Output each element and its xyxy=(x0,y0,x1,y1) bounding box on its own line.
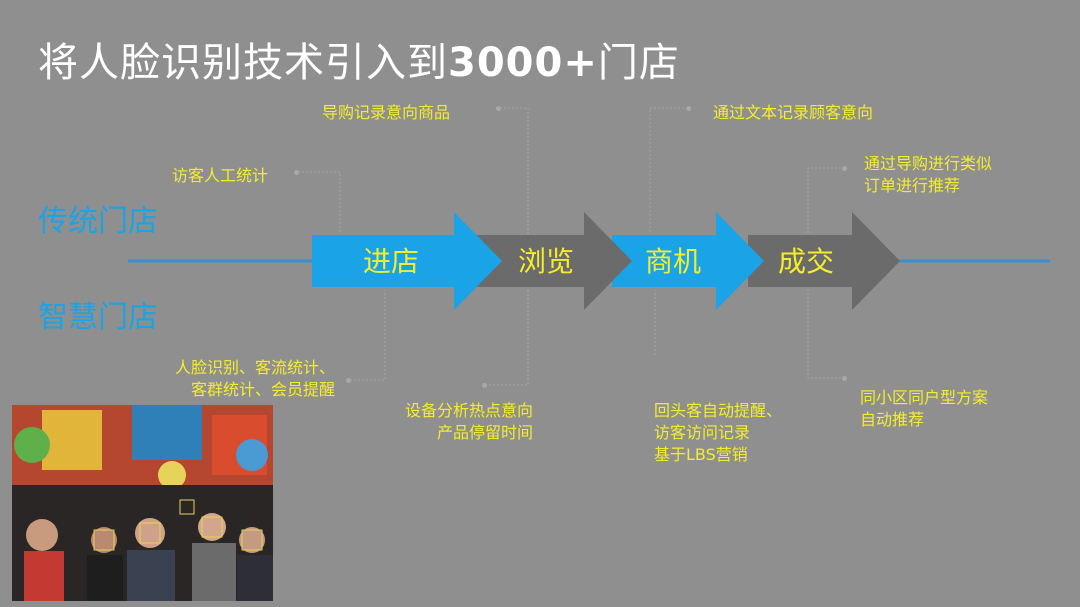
stage-arrow-opportunity xyxy=(612,212,764,310)
connector-dot xyxy=(686,106,691,111)
stage-browse-label: 浏览 xyxy=(517,245,574,278)
connector-dot xyxy=(496,106,501,111)
note-recommend-line-2: 订单进行推荐 xyxy=(864,176,961,195)
note-community-line-1: 同小区同户型方案 xyxy=(860,388,989,407)
page-title-tail: 门店 xyxy=(597,40,680,86)
connector-dot xyxy=(346,378,351,383)
note-community-line-2: 自动推荐 xyxy=(860,410,925,429)
stage-arrow-enter xyxy=(312,212,502,310)
smart-store-label: 智慧门店 xyxy=(38,300,158,335)
stage-opportunity-label: 商机 xyxy=(644,245,701,278)
note-community: 同小区同户型方案 自动推荐 xyxy=(860,387,988,431)
note-returning-customer: 回头客自动提醒、 访客访问记录 基于LBS营销 xyxy=(654,400,782,466)
stage-arrow-deal xyxy=(748,212,900,310)
note-face-line-1: 人脸识别、客流统计、 xyxy=(174,358,335,377)
note-face-line-2: 客群统计、会员提醒 xyxy=(190,380,335,399)
stage-enter-label: 进店 xyxy=(362,245,419,278)
traditional-store-label: 传统门店 xyxy=(38,204,158,239)
connector-dot xyxy=(482,383,487,388)
note-face-recognition: 人脸识别、客流统计、 客群统计、会员提醒 xyxy=(150,357,335,401)
page-title-text: 将人脸识别技术引入到 xyxy=(38,40,448,86)
note-device-analysis: 设备分析热点意向 产品停留时间 xyxy=(388,400,533,444)
stage-deal-label: 成交 xyxy=(777,245,834,278)
note-recommend-line-1: 通过导购进行类似 xyxy=(864,154,993,173)
note-visitor-count: 访客人工统计 xyxy=(172,166,269,185)
page-title: 将人脸识别技术引入到3000+门店 xyxy=(38,30,680,88)
connector-dot xyxy=(842,376,847,381)
note-text-record: 通过文本记录顾客意向 xyxy=(713,103,874,122)
note-returning-line-2: 访客访问记录 xyxy=(654,423,751,442)
crowd-face-detection-photo xyxy=(12,405,273,601)
note-device-line-1: 设备分析热点意向 xyxy=(404,401,533,420)
page-title-number: 3000+ xyxy=(448,40,598,86)
note-returning-line-3: 基于LBS营销 xyxy=(654,445,748,464)
stage-arrow-browse xyxy=(470,212,632,310)
note-device-line-2: 产品停留时间 xyxy=(436,423,533,442)
connector-dot xyxy=(294,170,299,175)
note-returning-line-1: 回头客自动提醒、 xyxy=(654,401,783,420)
connector-lines xyxy=(298,107,845,386)
connector-dot xyxy=(842,166,847,171)
note-recommend: 通过导购进行类似 订单进行推荐 xyxy=(864,153,992,197)
note-guide-record: 导购记录意向商品 xyxy=(322,103,451,122)
